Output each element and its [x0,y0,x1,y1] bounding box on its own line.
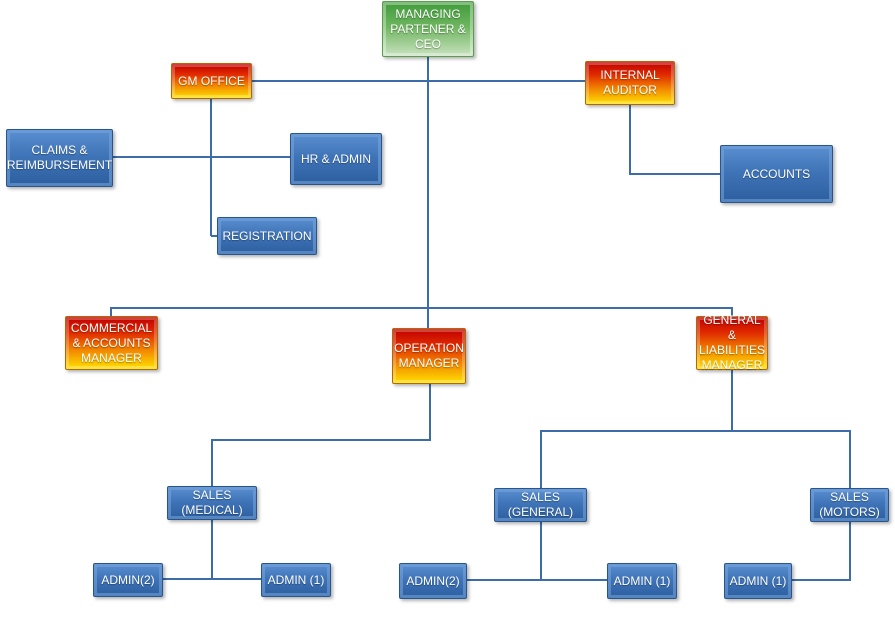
node-label-line: ADMIN (1) [267,572,325,587]
node-gm-office[interactable]: GM OFFICE [171,63,252,99]
node-label-line: OPERATION [394,341,464,355]
node-label-line: (GENERAL) [507,505,574,519]
node-claims-reimbursement[interactable]: CLAIMS &REIMBURSEMENT [6,129,113,187]
node-sales-medical[interactable]: SALES(MEDICAL) [167,486,257,520]
node-label-line: REIMBURSEMENT [6,158,113,172]
node-label-line: (MEDICAL) [181,503,243,517]
node-label-line: & ACCOUNTS [72,335,151,350]
node-admin-general-2[interactable]: ADMIN(2) [399,563,467,599]
node-label-line: INTERNAL [600,68,660,82]
node-label-line: SALES [192,488,232,502]
node-label-line: GM OFFICE [178,73,245,88]
node-label-line: MANAGER [81,350,142,365]
node-label-line: MANAGING [395,6,461,21]
node-label-line: ADMIN(2) [406,573,460,588]
node-label-line: HR & ADMIN [300,151,371,166]
node-sales-motors[interactable]: SALES(MOTORS) [810,488,889,522]
node-label-line: MANAGER [398,356,460,370]
node-sales-general[interactable]: SALES(GENERAL) [494,488,587,522]
node-label-line: ADMIN (1) [613,573,671,588]
node-label-line: (MOTORS) [819,505,880,519]
node-label-line: GENERAL & [703,313,761,342]
node-admin-medical-1[interactable]: ADMIN (1) [261,563,331,597]
node-label-line: MANAGER [701,358,763,372]
node-label-line: REGISTRATION [222,228,312,243]
node-label-line: ADMIN(2) [101,572,155,587]
node-admin-medical-2[interactable]: ADMIN(2) [93,563,163,597]
node-registration[interactable]: REGISTRATION [217,217,317,255]
node-hr-admin[interactable]: HR & ADMIN [290,133,382,185]
node-admin-general-1[interactable]: ADMIN (1) [607,563,677,599]
node-accounts[interactable]: ACCOUNTS [720,145,833,203]
node-label-line: CEO [414,36,441,51]
node-label-line: PARTENER & [390,21,466,36]
node-label-line: COMMERCIAL [70,320,153,335]
node-label-line: CLAIMS & [31,143,88,157]
node-label-line: SALES [521,490,560,504]
node-admin-motors-1[interactable]: ADMIN (1) [724,563,792,599]
node-label-line: SALES [830,490,869,504]
node-label-line: ADMIN (1) [729,573,787,588]
node-label-line: ACCOUNTS [742,166,811,181]
node-label-line: LIABILITIES [698,343,766,357]
node-label-line: AUDITOR [603,83,657,97]
